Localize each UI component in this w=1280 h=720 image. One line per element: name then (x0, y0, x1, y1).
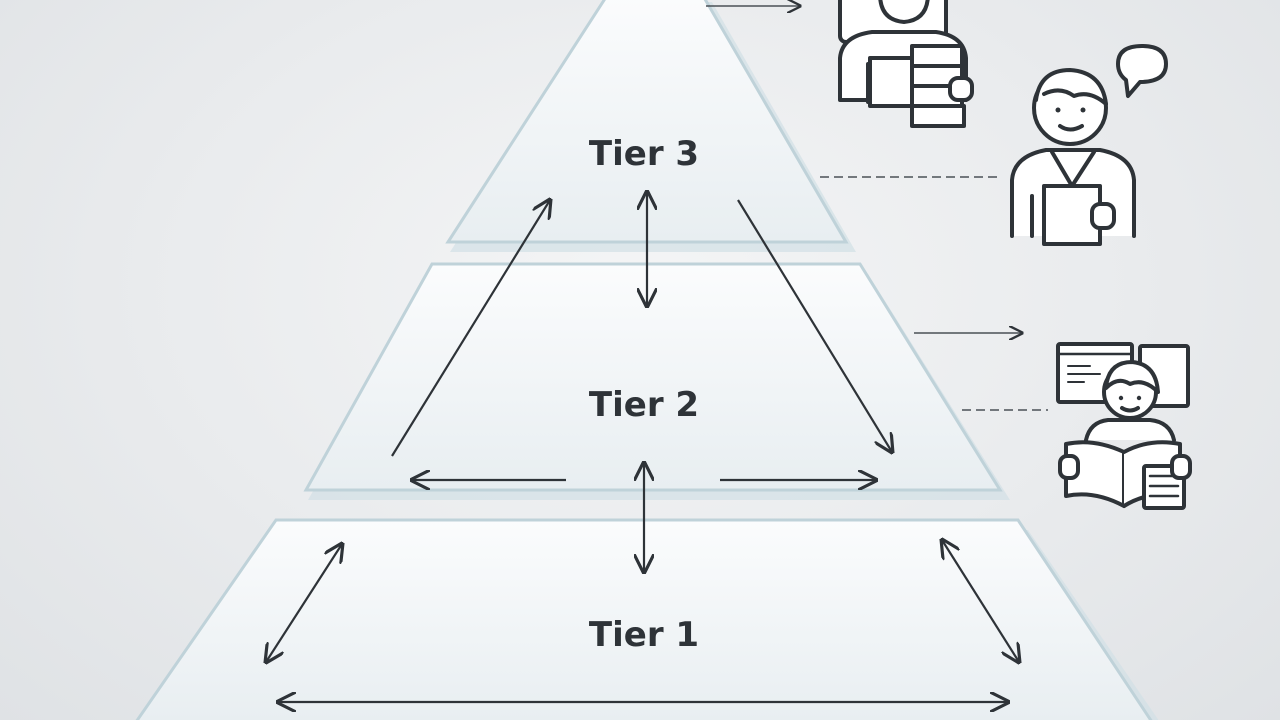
tier-1-block (135, 518, 1159, 720)
right-diagonal-down-arrow (737, 199, 892, 452)
person-reading-at-computer-icon (1056, 342, 1192, 510)
left-diagonal-up-arrow (391, 200, 550, 457)
tier1-right-diagonal-arrow (942, 540, 1019, 662)
tier-2-label: Tier 2 (589, 385, 699, 425)
tier-2-block (303, 262, 1010, 500)
tier-1-label: Tier 1 (589, 615, 699, 655)
tier-3-label: Tier 3 (589, 134, 699, 174)
tier1-left-diagonal-arrow (266, 544, 342, 662)
person-with-speech-bubble-icon (1010, 44, 1168, 246)
tier-3-block (445, 0, 856, 252)
person-with-books-icon (838, 0, 974, 128)
